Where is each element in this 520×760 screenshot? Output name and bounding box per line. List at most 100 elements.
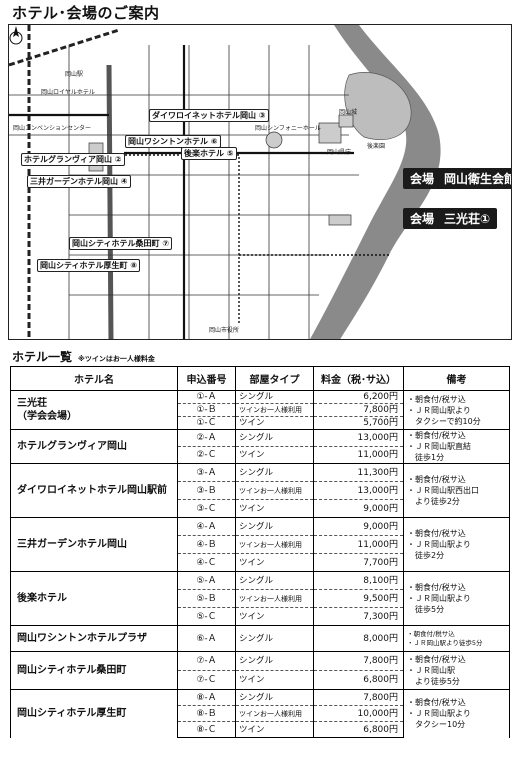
room-type-cell: ツイン [235,721,314,738]
col-header-type: 部屋タイプ [235,366,314,391]
room-type-cell: シングル [235,651,314,671]
application-code-cell: ①-Ａ [177,390,236,404]
walking-route [109,154,389,325]
map-small-label-convention: 岡山コンベンションセンター [13,125,92,132]
application-code-cell: ③-Ｂ [177,481,236,500]
rail-shinkansen [106,64,114,339]
venue-label-sankoso: 会場三光荘① [403,208,498,229]
map-small-label-korakuen: 後楽園 [367,143,386,150]
application-code-cell: ⑥-Ａ [177,625,236,652]
hotel-name-cell: ダイワロイネットホテル岡山駅前 [10,463,178,518]
map-small-label-prefecture: 岡山県庁 [327,149,352,156]
price-cell: 7,800円 [313,403,404,417]
street-grid [9,45,359,339]
map-small-label-cityhall: 岡山市役所 [209,327,240,334]
application-code-cell: ①-Ｃ [177,416,236,430]
venue-label-eisei-kaikan: 会場岡山衛生会館 [403,168,512,189]
price-cell: 5,700円 [313,416,404,430]
application-code-cell: ④-Ｃ [177,553,236,572]
application-code-cell: ⑧-Ｃ [177,721,236,738]
hotel-name-cell: 岡山ワシントンホテルプラザ [10,625,178,652]
map-small-label-symphony: 岡山シンフォニーホール [255,125,321,132]
hotel-name-cell: 三光荘 （学会会場） [10,390,178,430]
price-cell: 11,300円 [313,463,404,482]
map-label-hotel-3: ダイワロイネットホテル岡山 ③ [149,109,269,122]
map-graphics [9,25,441,339]
venue-tag: 会場 [410,212,435,226]
price-cell: 9,500円 [313,589,404,608]
venue-name: 三光荘① [444,212,491,226]
price-cell: 10,000円 [313,705,404,722]
price-cell: 7,700円 [313,553,404,572]
room-type-cell: ツイン [235,553,314,572]
remarks-cell: ・朝食付/税サ込 ・ＪＲ岡山駅直結 徒歩1分 [403,429,510,464]
room-type-cell: シングル [235,689,314,706]
application-code-cell: ④-Ａ [177,517,236,536]
room-type-cell: ツインお一人様利用 [235,589,314,608]
hotel-name-cell: 三井ガーデンホテル岡山 [10,517,178,572]
remarks-cell: ・朝食付/税サ込 ・ＪＲ岡山駅より 徒歩2分 [403,517,510,572]
room-type-cell: シングル [235,625,314,652]
application-code-cell: ⑤-Ｃ [177,607,236,626]
remarks-cell: ・朝食付/税サ込 ・ＪＲ岡山駅西出口 より徒歩2分 [403,463,510,518]
map-small-label-royal: 岡山ロイヤルホテル [41,89,95,96]
price-cell: 9,000円 [313,499,404,518]
hotel-name-cell: 岡山シティホテル厚生町 [10,689,178,738]
north-arrow-icon [9,26,23,45]
price-cell: 6,800円 [313,670,404,690]
room-type-cell: ツインお一人様利用 [235,481,314,500]
map-small-label-castle: 岡山城 [339,109,358,116]
remarks-cell: ・朝食付/税サ込 ・ＪＲ岡山駅より 徒歩5分 [403,571,510,626]
application-code-cell: ⑦-Ａ [177,651,236,671]
price-cell: 7,800円 [313,651,404,671]
room-type-cell: ツイン [235,416,314,430]
price-cell: 13,000円 [313,429,404,447]
col-header-price: 料金（税･サ込） [313,366,404,391]
table-header-row: ホテル名 申込番号 部屋タイプ 料金（税･サ込） 備考 [10,366,510,391]
map-label-hotel-5: 後楽ホテル ⑤ [181,147,237,160]
hotel-list-heading: ホテル一覧※ツインはお一人様料金 [12,348,155,365]
price-cell: 7,300円 [313,607,404,626]
remarks-cell: ・朝食付/税サ込 ・ＪＲ岡山駅 より徒歩5分 [403,651,510,690]
room-type-cell: シングル [235,517,314,536]
page-title: ホテル･会場のご案内 [12,4,160,22]
room-type-cell: ツインお一人様利用 [235,403,314,417]
application-code-cell: ①-Ｂ [177,403,236,417]
hotel-list-note: ※ツインはお一人様料金 [78,355,155,363]
main-roads [9,45,354,339]
price-cell: 6,800円 [313,721,404,738]
room-type-cell: ツインお一人様利用 [235,535,314,554]
application-code-cell: ③-Ａ [177,463,236,482]
hotel-name-cell: 後楽ホテル [10,571,178,626]
room-type-cell: シングル [235,429,314,447]
application-code-cell: ⑦-Ｃ [177,670,236,690]
room-type-cell: ツイン [235,446,314,464]
application-code-cell: ④-Ｂ [177,535,236,554]
room-type-cell: シングル [235,463,314,482]
map-label-hotel-6: 岡山ワシントンホテル ⑥ [125,135,221,148]
application-code-cell: ②-Ｃ [177,446,236,464]
col-header-note: 備考 [403,366,510,391]
hotel-table: ホテル名 申込番号 部屋タイプ 料金（税･サ込） 備考 三光荘 （学会会場）①-… [10,366,510,738]
application-code-cell: ⑤-Ａ [177,571,236,590]
map-label-hotel-4: 三井ガーデンホテル岡山 ④ [27,175,131,188]
remarks-cell: ・朝食付/税サ込 ・ＪＲ岡山駅より タクシーで約10分 [403,390,510,430]
venue-name: 岡山衛生会館 [444,172,512,186]
price-cell: 8,100円 [313,571,404,590]
price-cell: 13,000円 [313,481,404,500]
